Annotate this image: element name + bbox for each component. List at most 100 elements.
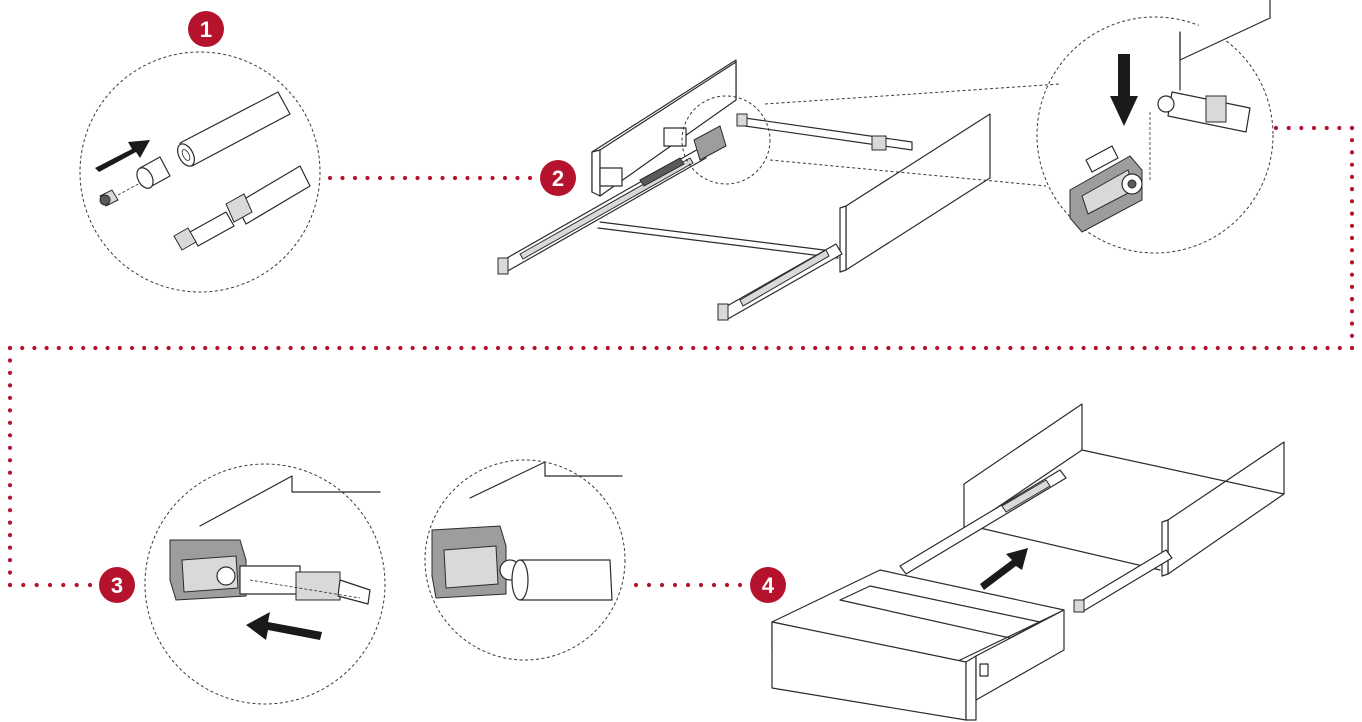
connector-dot: [1349, 309, 1355, 314]
connector-dot: [7, 483, 13, 488]
connector-dot: [727, 345, 732, 351]
push-arrow-icon: [980, 548, 1028, 590]
connector-dot: [569, 345, 574, 351]
connector-dot: [398, 345, 403, 351]
connector-dot: [415, 175, 420, 181]
connector-dot: [861, 345, 867, 351]
dotted-connector: [7, 125, 1355, 588]
connector-dot: [7, 383, 13, 388]
connector-dot: [544, 345, 549, 351]
connector-dot: [1142, 345, 1147, 351]
connector-dot: [227, 345, 232, 351]
step-number-3: 3: [111, 573, 123, 598]
connector-dot: [1313, 345, 1318, 351]
connector-dot: [532, 345, 537, 351]
connector-dot: [935, 345, 940, 351]
connector-dot: [1349, 297, 1355, 302]
connector-dot: [7, 533, 13, 538]
connector-dot: [288, 345, 293, 351]
connector-dot: [1349, 248, 1355, 253]
connector-dot: [617, 345, 623, 351]
down-arrow-icon: [1110, 54, 1138, 126]
connector-dot: [1130, 345, 1135, 351]
connector-dot: [1191, 345, 1196, 351]
connector-dot: [300, 345, 305, 351]
connector-dot: [7, 358, 13, 363]
connector-dot: [1349, 199, 1355, 204]
connector-dot: [1166, 345, 1172, 351]
connector-dot: [666, 345, 671, 351]
connector-dot: [1286, 125, 1291, 131]
step-3-detail-a: [144, 463, 386, 705]
connector-dot: [508, 345, 513, 351]
step-badge-3: 3: [99, 567, 135, 603]
connector-dot: [68, 345, 74, 351]
connector-dot: [593, 345, 598, 351]
connector-dot: [642, 345, 647, 351]
connector-dot: [605, 345, 610, 351]
connector-dot: [7, 433, 13, 438]
connector-dot: [434, 345, 440, 351]
connector-dot: [1299, 125, 1304, 131]
connector-dot: [7, 495, 13, 500]
connector-dot: [922, 345, 928, 351]
connector-dot: [837, 345, 842, 351]
connector-dot: [276, 345, 281, 351]
connector-dot: [340, 175, 345, 181]
step-4-drawer: [771, 403, 1285, 721]
connector-dot: [447, 345, 452, 351]
step-badge-1: 1: [188, 11, 224, 47]
connector-dot: [996, 345, 1001, 351]
connector-dot: [495, 345, 501, 351]
connector-dot: [7, 470, 13, 475]
connector-dot: [1349, 125, 1355, 131]
connector-dot: [1044, 345, 1050, 351]
connector-dot: [1349, 138, 1355, 143]
connector-dot: [502, 175, 508, 181]
connector-dot: [215, 345, 220, 351]
connector-dot: [325, 345, 330, 351]
step-badge-4: 4: [750, 567, 786, 603]
connector-dot: [21, 582, 26, 588]
connector-dot: [427, 175, 433, 181]
step-3-detail-b: [424, 459, 626, 661]
connector-dot: [402, 175, 408, 181]
connector-dot: [898, 345, 903, 351]
connector-dot: [1325, 345, 1330, 351]
connector-dot: [203, 345, 208, 351]
connector-dot: [7, 408, 13, 413]
connector-dot: [365, 175, 370, 181]
connector-dot: [698, 582, 704, 588]
connector-dot: [47, 582, 53, 588]
connector-dot: [959, 345, 964, 351]
connector-dot: [737, 582, 743, 588]
connector-dot: [556, 345, 562, 351]
step-number-1: 1: [200, 17, 212, 42]
connector-dot: [646, 582, 652, 588]
connector-dot: [349, 345, 354, 351]
connector-dot: [703, 345, 708, 351]
connector-dot: [1273, 125, 1279, 131]
connector-dot: [1252, 345, 1257, 351]
connector-dot: [178, 345, 183, 351]
connector-dot: [1349, 162, 1355, 167]
connector-dot: [312, 345, 318, 351]
connector-dot: [1227, 345, 1233, 351]
connector-dot: [87, 582, 93, 588]
connector-dot: [154, 345, 159, 351]
connector-dot: [452, 175, 458, 181]
connector-dot: [685, 582, 691, 588]
connector-dot: [81, 345, 86, 351]
connector-dot: [1324, 125, 1329, 131]
connector-dot: [34, 582, 39, 588]
connector-dot: [490, 175, 495, 181]
connector-dot: [7, 520, 13, 525]
connector-dot: [7, 395, 13, 400]
connector-dot: [1105, 345, 1111, 351]
connector-dot: [1349, 272, 1355, 277]
connector-dot: [117, 345, 122, 351]
connector-dot: [1349, 150, 1355, 155]
connector-dot: [849, 345, 854, 351]
connector-dot: [373, 345, 379, 351]
